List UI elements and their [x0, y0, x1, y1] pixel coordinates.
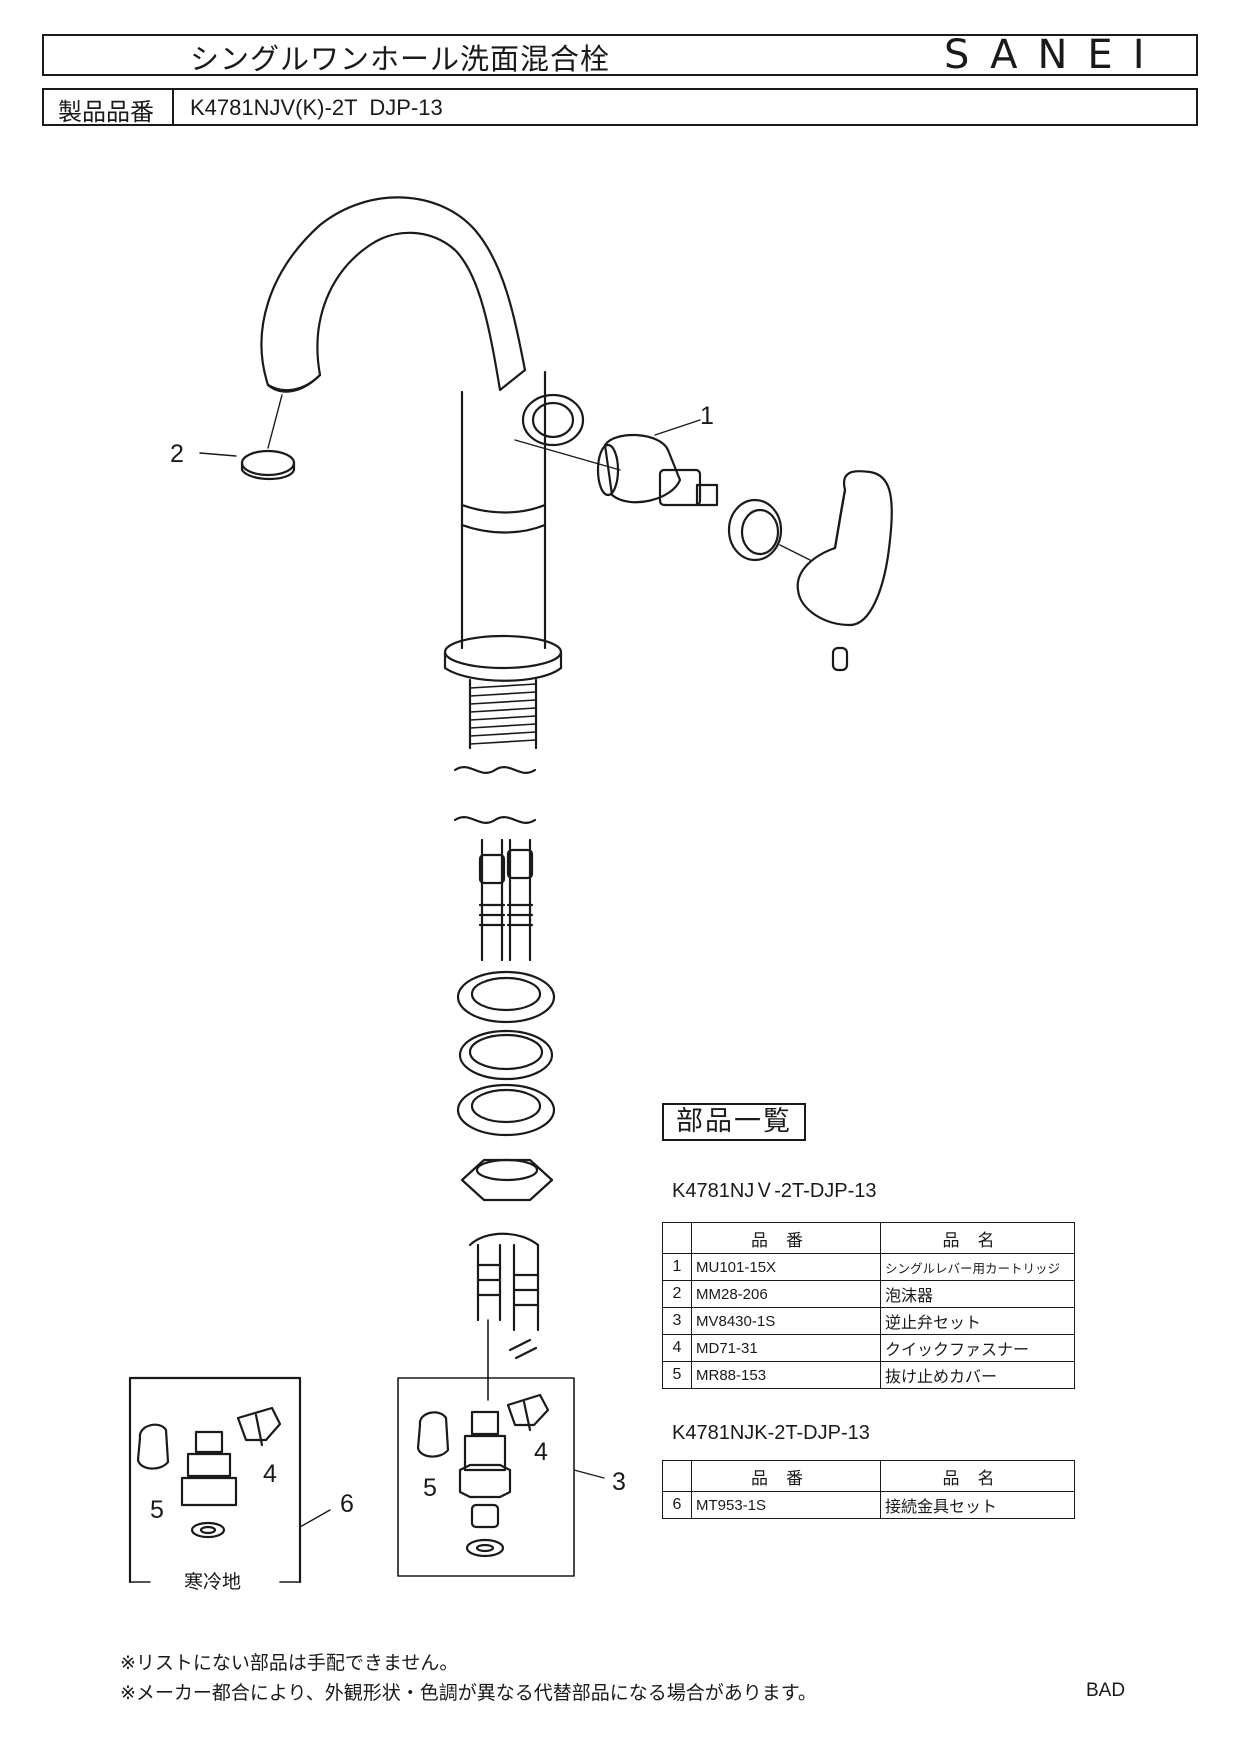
col-partno: 品番 — [691, 1222, 881, 1254]
brand-logo: SANEI — [944, 32, 1165, 78]
faucet-spout — [260, 196, 527, 392]
hex-nut — [460, 1158, 554, 1202]
table-row: 5 MR88-153 抜け止めカバー — [662, 1361, 1075, 1389]
model-b: K4781NJK-2T-DJP-13 — [672, 1422, 870, 1444]
cartridge — [603, 433, 682, 504]
table-row: 4 MD71-31 クイックファスナー — [662, 1334, 1075, 1362]
parts-table-b: 品番 品名 6 MT953-1S 接続金具セット — [662, 1460, 1075, 1519]
aerator — [240, 449, 296, 477]
supply-hoses — [480, 838, 532, 962]
document-code: BAD — [1086, 1680, 1126, 1701]
col-partno: 品番 — [691, 1460, 881, 1492]
table-header: 品番 品名 — [662, 1460, 1075, 1492]
callout-3: 3 — [612, 1468, 626, 1496]
table-row: 6 MT953-1S 接続金具セット — [662, 1491, 1075, 1519]
cartridge-port — [521, 393, 585, 447]
table-row: 1 MU101-15X シングルレバー用カートリッジ — [662, 1253, 1075, 1281]
col-name: 品名 — [880, 1222, 1075, 1254]
lever-handle — [796, 470, 893, 627]
table-row: 2 MM28-206 泡沫器 — [662, 1280, 1075, 1308]
spring-washer — [456, 1083, 556, 1137]
product-code: K4781NJV(K)-2T DJP-13 — [190, 95, 443, 120]
title-bar — [42, 34, 1198, 76]
check-valve-box — [397, 1377, 575, 1577]
product-title: シングルワンホール洗面混合栓 — [190, 42, 611, 76]
faucet-body — [460, 370, 547, 650]
callout-4-main: 4 — [534, 1438, 548, 1466]
note-2: ※メーカー都合により、外観形状・色調が異なる代替部品になる場合があります。 — [120, 1682, 817, 1704]
rubber-washer — [456, 970, 556, 1024]
product-code-divider — [172, 90, 174, 124]
callout-6: 6 — [340, 1490, 354, 1518]
callout-1: 1 — [700, 402, 714, 430]
col-name: 品名 — [880, 1460, 1075, 1492]
product-code-bar — [42, 88, 1198, 126]
table-header: 品番 品名 — [662, 1222, 1075, 1254]
note-1: ※リストにない部品は手配できません。 — [120, 1652, 459, 1674]
cold-region-box — [128, 1376, 302, 1584]
cold-region-label: 寒冷地 — [180, 1567, 246, 1594]
ring-nut — [727, 498, 783, 562]
callout-4-cold: 4 — [263, 1460, 277, 1488]
callout-5-main: 5 — [423, 1474, 437, 1502]
threaded-shank — [468, 678, 538, 750]
packing-washer — [458, 1029, 554, 1081]
faucet-base-flange — [443, 634, 563, 670]
parts-table-a: 品番 品名 1 MU101-15X シングルレバー用カートリッジ 2 MM28-… — [662, 1222, 1075, 1389]
table-row: 3 MV8430-1S 逆止弁セット — [662, 1307, 1075, 1335]
handle-cap — [831, 646, 849, 672]
callout-5-cold: 5 — [150, 1496, 164, 1524]
model-a: K4781NJＶ-2T-DJP-13 — [672, 1180, 877, 1202]
parts-list-heading: 部品一覧 — [662, 1103, 806, 1141]
product-code-label: 製品品番 — [58, 98, 154, 126]
callout-2: 2 — [170, 440, 184, 468]
